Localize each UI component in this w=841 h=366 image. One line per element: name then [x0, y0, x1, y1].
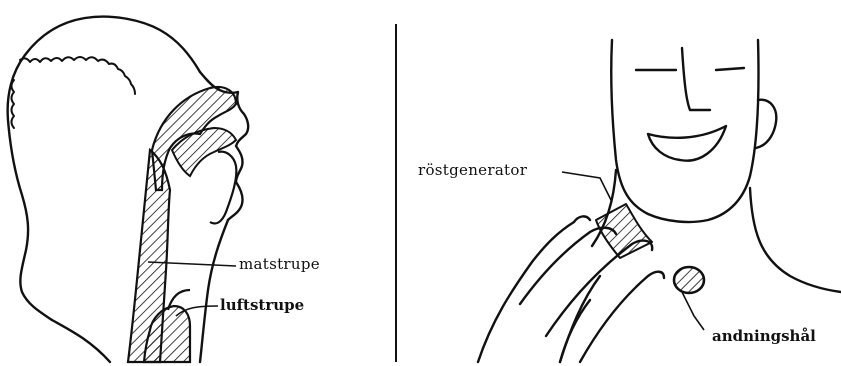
stoma-hole-icon — [674, 267, 704, 293]
airway-cross-section — [128, 87, 236, 362]
neck-right — [750, 188, 841, 292]
neck-back — [52, 320, 110, 362]
neck-front — [200, 220, 228, 362]
label-andningshal: andningshål — [712, 329, 816, 344]
label-matstrupe: matstrupe — [239, 257, 320, 272]
head-profile-illustration — [8, 17, 249, 362]
label-luftstrupe: luftstrupe — [220, 298, 304, 313]
label-rostgenerator: röstgenerator — [418, 163, 527, 178]
nose — [682, 48, 710, 110]
hand-illustration — [478, 204, 664, 362]
head-outline — [8, 17, 200, 320]
face-outline — [611, 40, 758, 222]
front-face-illustration — [560, 40, 841, 362]
right-eye — [716, 68, 744, 70]
mouth — [648, 126, 726, 161]
